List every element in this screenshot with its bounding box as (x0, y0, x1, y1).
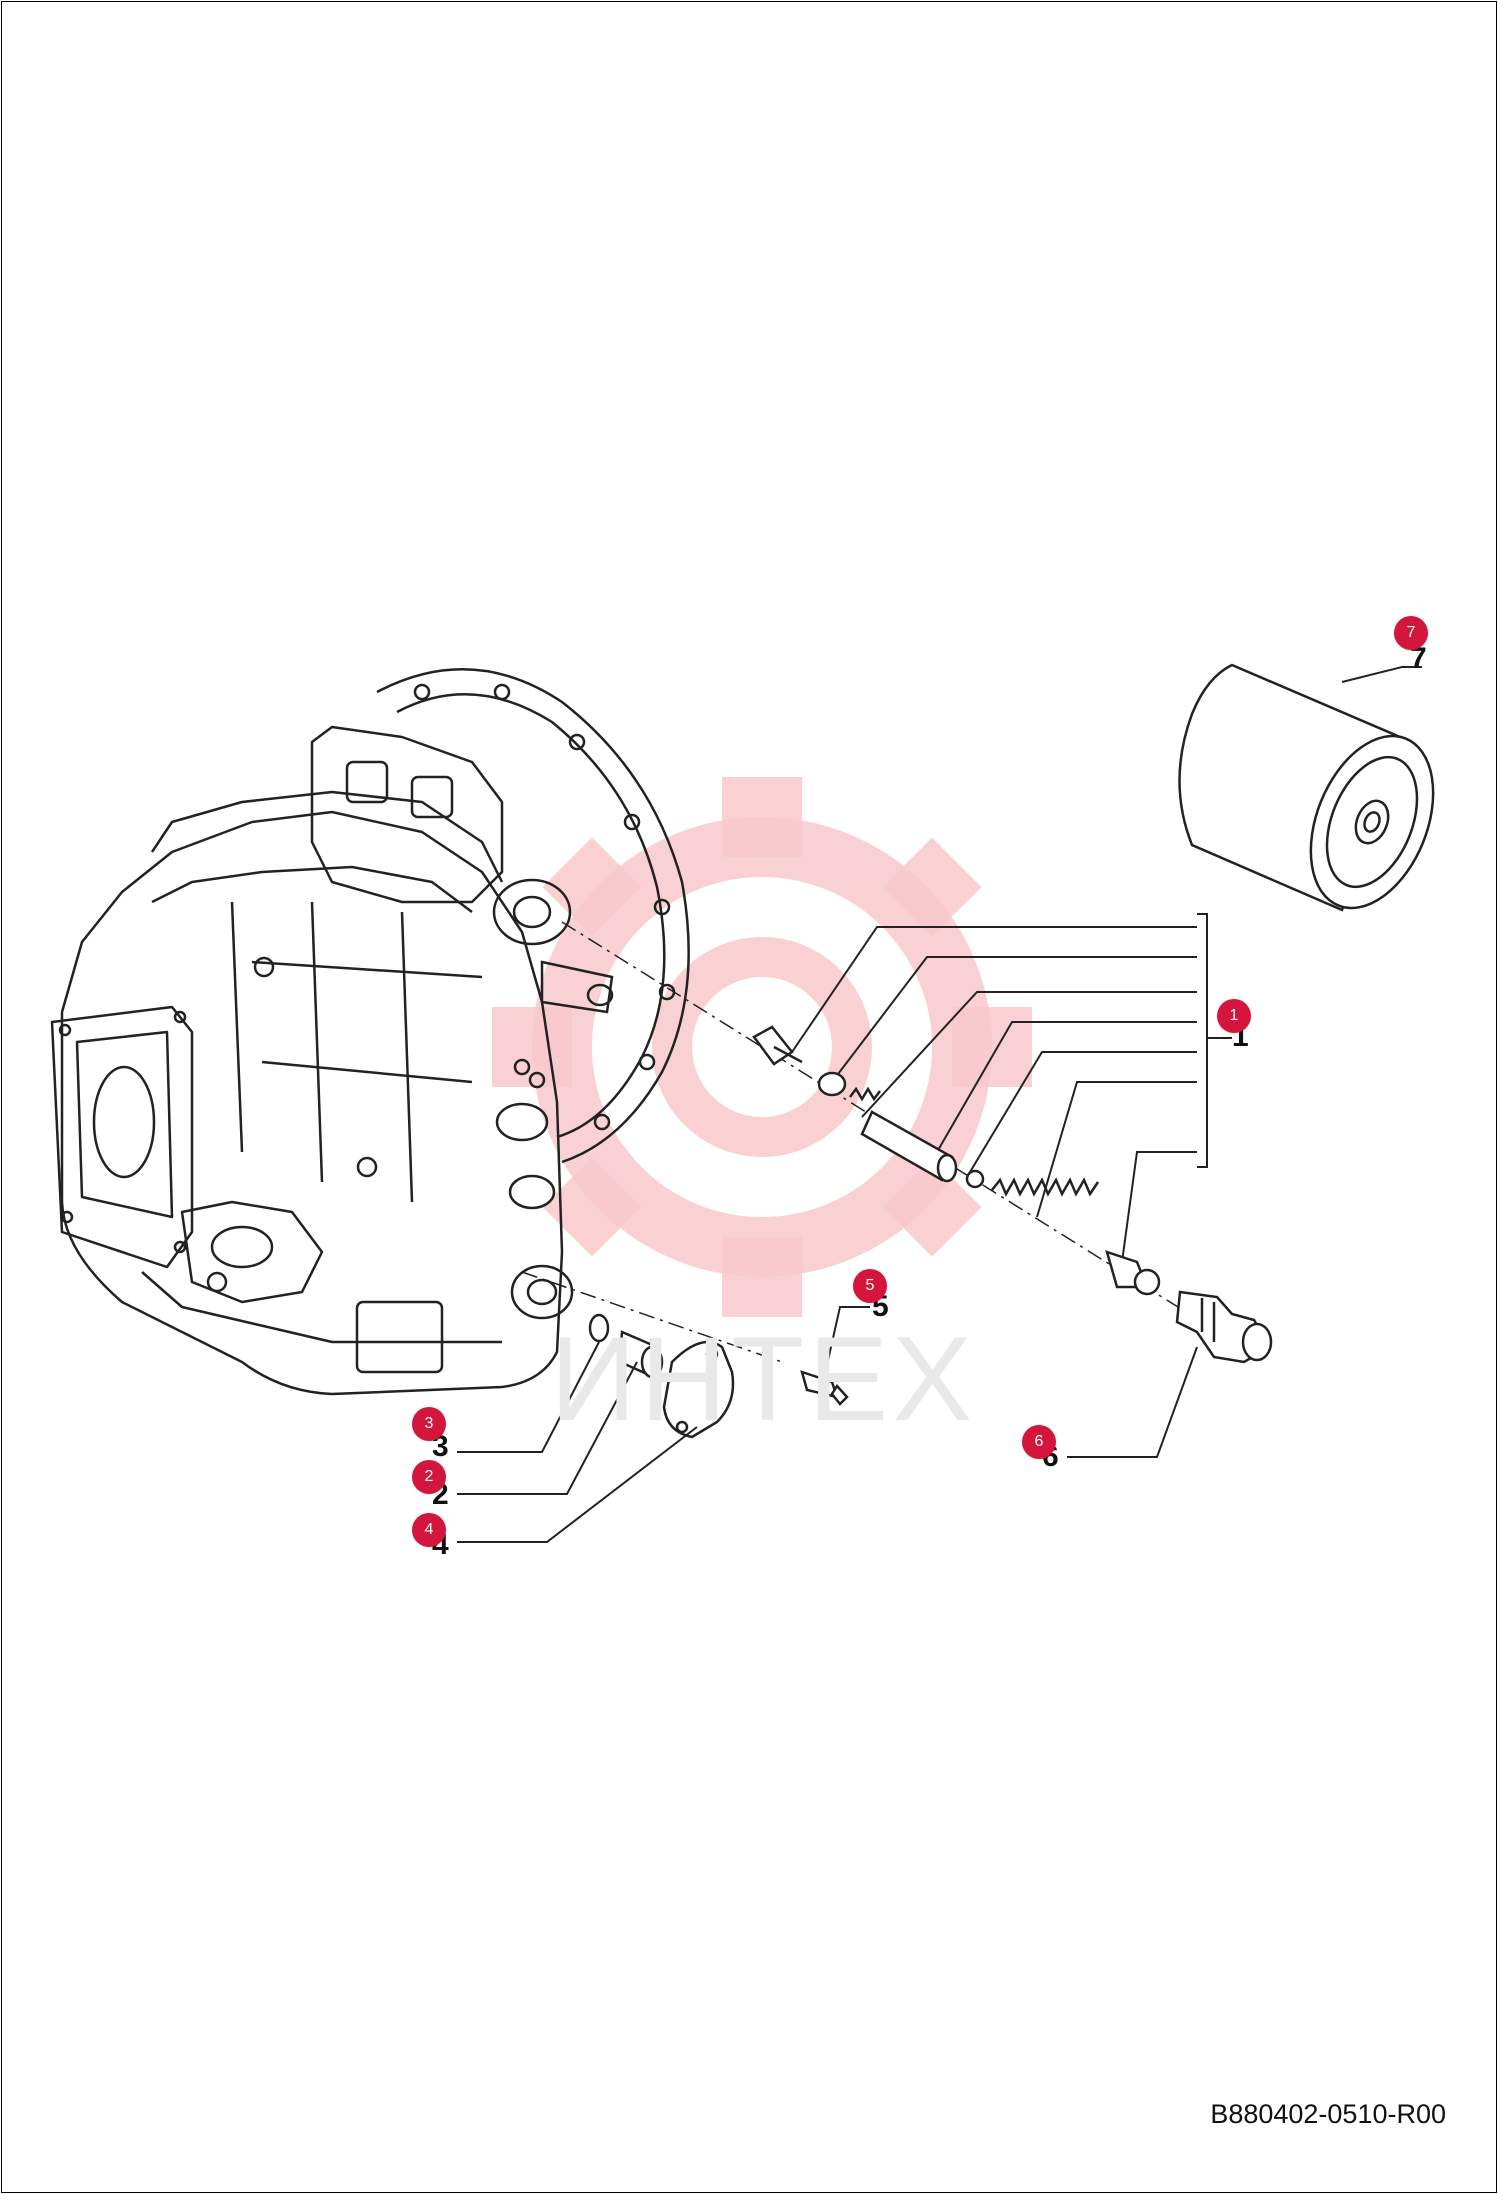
callout-marker-4[interactable]: 4 (412, 1513, 446, 1547)
callout-1-leaders (791, 913, 1232, 1263)
callout-marker-3[interactable]: 3 (412, 1407, 446, 1441)
drawing-code: B880402-0510-R00 (1210, 2099, 1446, 2129)
watermark-text: ИНТЕХ (550, 1312, 977, 1446)
callout-leaders (457, 666, 1422, 1543)
cover-plate-parts (588, 1313, 849, 1439)
callout-marker-7[interactable]: 7 (1394, 616, 1428, 650)
relief-valve-assembly (521, 921, 1273, 1364)
callout-marker-5[interactable]: 5 (853, 1269, 887, 1303)
callout-marker-1[interactable]: 1 (1217, 999, 1251, 1033)
part-number-7: 7 (1410, 642, 1427, 675)
callout-marker-6[interactable]: 6 (1022, 1425, 1056, 1459)
watermark-gear-teeth (492, 777, 1032, 1317)
callout-marker-2[interactable]: 2 (412, 1460, 446, 1494)
transmission-housing (50, 725, 574, 1396)
oil-filter (1178, 663, 1435, 912)
